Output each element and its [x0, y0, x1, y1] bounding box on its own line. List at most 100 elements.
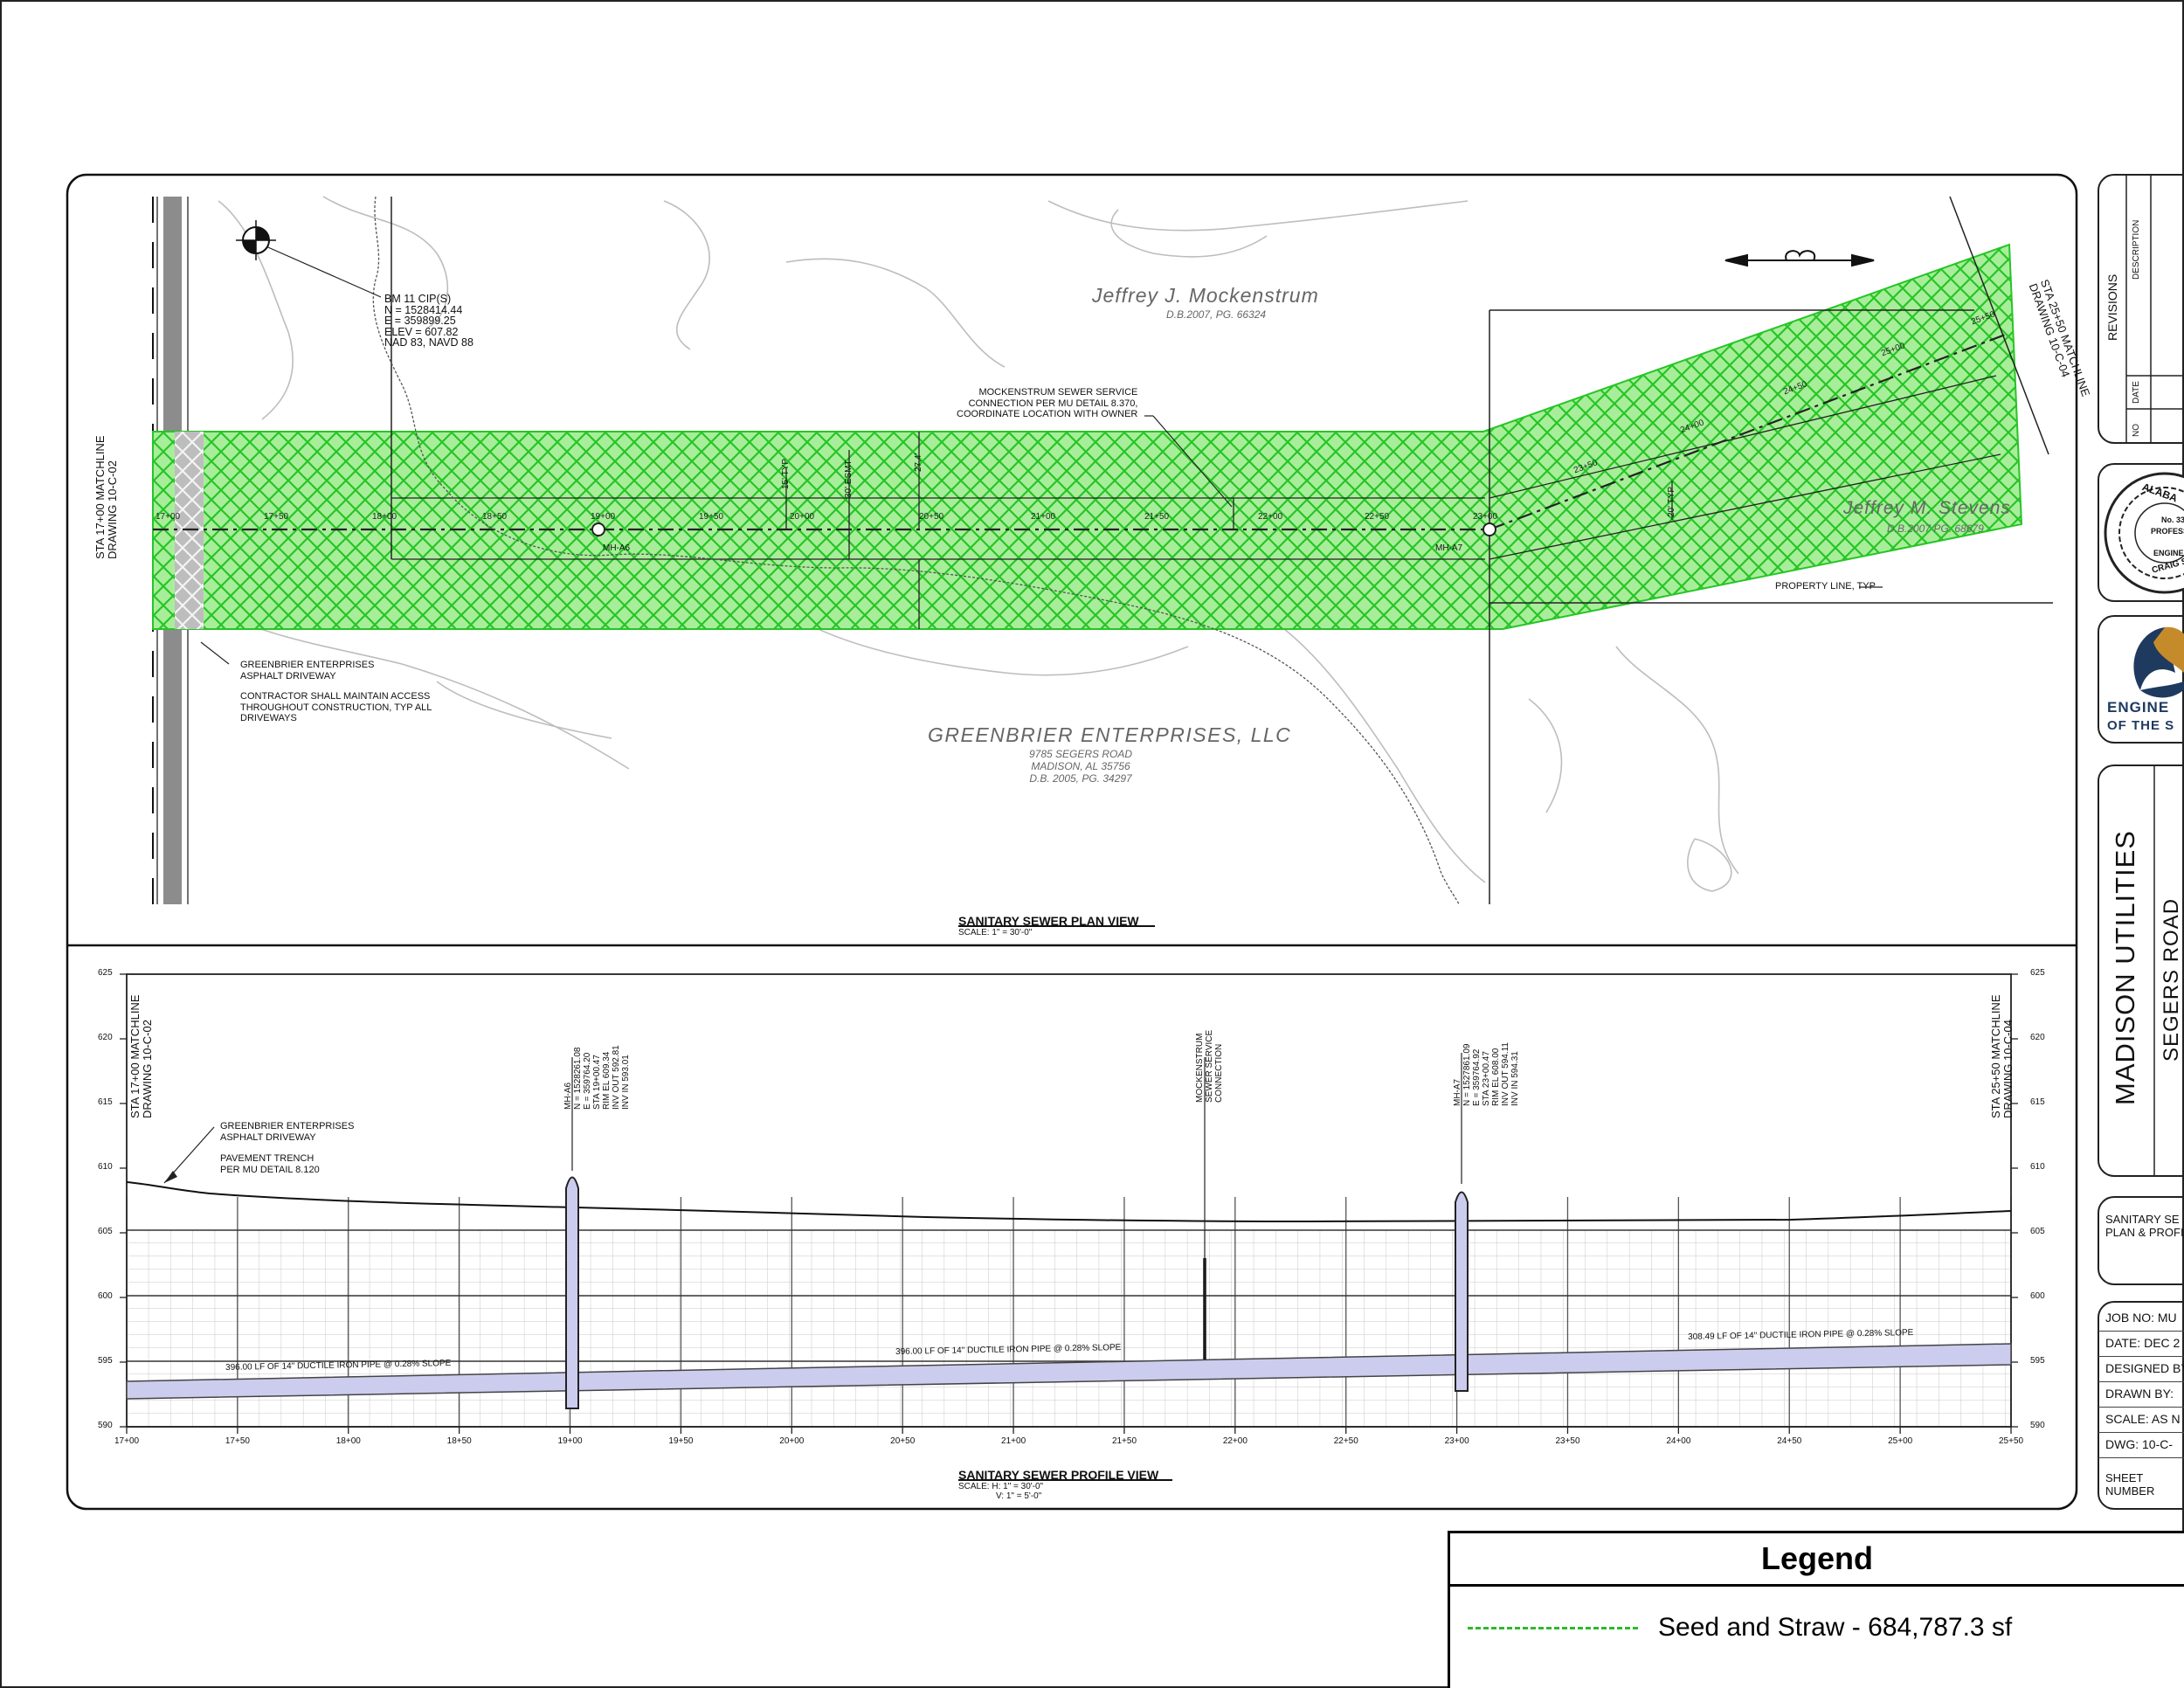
plan-station-label: 17+50 [264, 512, 289, 522]
title-block-row-divider [2098, 1331, 2184, 1332]
driveway-note: GREENBRIER ENTERPRISES ASPHALT DRIVEWAY [240, 660, 375, 681]
plan-station-label: 23+00 [1473, 512, 1498, 522]
profile-y-label: 625 [2030, 968, 2045, 978]
profile-y-label: 595 [2030, 1356, 2045, 1366]
profile-x-label: 18+50 [446, 1436, 472, 1446]
profile-x-label: 18+00 [335, 1436, 361, 1446]
profile-x-label: 17+00 [114, 1436, 140, 1446]
title-block-row: DESIGNED BY [2105, 1361, 2184, 1375]
profile-view-scale-v: V: 1" = 5'-0" [996, 1491, 1042, 1501]
no-col-label: NO [2132, 424, 2141, 437]
plan-dim-27: 27.4' [914, 453, 923, 472]
manhole-a6-profile [565, 1176, 579, 1409]
profile-x-label: 20+50 [890, 1436, 916, 1446]
profile-x-label: 19+00 [557, 1436, 583, 1446]
title-block-row-divider [2098, 1432, 2184, 1433]
profile-view-title: SANITARY SEWER PROFILE VIEW [958, 1468, 1159, 1482]
plan-view-scale: SCALE: 1" = 30'-0" [958, 928, 1033, 937]
title-block-row: DWG: 10-C- [2105, 1437, 2173, 1451]
owner-mockenstrum-deed: D.B.2007, PG. 66324 [1166, 308, 1267, 321]
profile-driveway-note: GREENBRIER ENTERPRISES ASPHALT DRIVEWAY [220, 1121, 355, 1143]
profile-view [120, 973, 2018, 1434]
title-block-row: DATE: DEC 2 [2105, 1336, 2181, 1350]
pavement-trench-note: PAVEMENT TRENCH PER MU DETAIL 8.120 [220, 1153, 320, 1175]
logo-text-engineering: ENGINE [2107, 699, 2170, 716]
profile-y-label: 620 [2030, 1033, 2045, 1042]
profile-y-label: 615 [98, 1097, 113, 1107]
profile-y-label: 620 [98, 1033, 113, 1042]
mh-a7-data: MH-A7 N = 1527861.09 E = 359764.92 STA 2… [1453, 1042, 1520, 1106]
easement-hatch-area [152, 243, 2023, 630]
drawing-frame [66, 173, 2078, 1511]
service-connection-profile-label: MOCKENSTRUM SEWER SERVICE CONNECTION [1195, 1029, 1224, 1103]
profile-matchline-left: STA 17+00 MATCHLINE DRAWING 10-C-02 [128, 994, 154, 1119]
sheet-number-label: SHEET NUMBER [2105, 1471, 2155, 1498]
org-name: MADISON UTILITIES [2110, 830, 2140, 1105]
plan-station-label: 22+00 [1258, 512, 1283, 522]
title-block [2098, 174, 2184, 1510]
plan-view-title: SANITARY SEWER PLAN VIEW [958, 914, 1139, 928]
profile-y-label: 590 [98, 1421, 113, 1430]
plan-station-label: 18+50 [482, 512, 508, 522]
logo-text-south: OF THE S [2107, 718, 2175, 733]
title-block-row: DRAWN BY: [2105, 1387, 2174, 1401]
mh-a6-data: MH-A6 N = 1528261.08 E = 359764.20 STA 1… [563, 1045, 631, 1110]
service-connection-note: MOCKENSTRUM SEWER SERVICE CONNECTION PER… [957, 387, 1138, 419]
description-col-label: DESCRIPTION [2132, 219, 2141, 280]
date-col-label: DATE [2132, 381, 2141, 404]
seal-professional: PROFESSIO [2151, 527, 2184, 536]
profile-matchline-right: STA 25+50 MATCHLINE DRAWING 10-C-04 [1989, 994, 2015, 1119]
profile-x-label: 24+50 [1777, 1436, 1802, 1446]
engineer-seal [2104, 472, 2184, 594]
owner-greenbrier-address: 9785 SEGERS ROAD MADISON, AL 35756 D.B. … [1029, 748, 1133, 785]
plan-dim-20: 20' TYP [1667, 486, 1676, 517]
plan-view [152, 196, 2053, 905]
plan-station-label: 20+50 [919, 512, 944, 522]
access-note: CONTRACTOR SHALL MAINTAIN ACCESS THROUGH… [240, 691, 432, 723]
title-block-row-divider [2098, 1356, 2184, 1357]
profile-x-label: 22+50 [1333, 1436, 1358, 1446]
legend-box: Legend Seed and Straw - 684,787.3 sf [1448, 1531, 2184, 1688]
plan-station-label: 18+00 [372, 512, 397, 522]
profile-y-label: 590 [2030, 1421, 2045, 1430]
profile-x-label: 21+50 [1111, 1436, 1137, 1446]
profile-y-label: 605 [98, 1227, 113, 1236]
legend-title: Legend [1450, 1533, 2184, 1587]
profile-x-label: 20+00 [779, 1436, 805, 1446]
plan-station-label: 22+50 [1365, 512, 1390, 522]
profile-y-label: 595 [98, 1356, 113, 1366]
profile-x-label: 21+00 [1001, 1436, 1026, 1446]
profile-y-label: 600 [2030, 1291, 2045, 1301]
title-block-row-divider [2098, 1381, 2184, 1382]
plan-dim-15: 15' TYP [781, 458, 791, 489]
profile-x-label: 19+50 [668, 1436, 694, 1446]
profile-x-label: 25+00 [1888, 1436, 1913, 1446]
profile-x-label: 24+00 [1666, 1436, 1691, 1446]
revisions-label: REVISIONS [2105, 273, 2119, 341]
plan-station-label: 17+00 [156, 512, 181, 522]
manhole-a7-profile [1455, 1191, 1469, 1392]
plan-matchline-left: STA 17+00 MATCHLINE DRAWING 10-C-02 [93, 435, 119, 560]
sewer-pipe-profile [126, 1343, 2012, 1400]
plan-station-label: 20+00 [790, 512, 815, 522]
profile-x-label: 22+00 [1222, 1436, 1248, 1446]
seal-license: No. 3381 [2161, 515, 2184, 524]
profile-y-label: 605 [2030, 1227, 2045, 1236]
plan-station-label: 19+50 [699, 512, 724, 522]
profile-x-label: 23+50 [1555, 1436, 1580, 1446]
profile-x-label: 23+00 [1444, 1436, 1469, 1446]
profile-x-label: 17+50 [225, 1436, 250, 1446]
profile-y-label: 625 [98, 968, 113, 978]
title-block-row: SCALE: AS N [2105, 1412, 2181, 1426]
profile-y-label: 600 [98, 1291, 113, 1301]
owner-mockenstrum: Jeffrey J. Mockenstrum [1092, 284, 1319, 307]
legend-line-swatch [1468, 1627, 1638, 1629]
title-block-row: JOB NO: MU [2105, 1311, 2177, 1325]
profile-y-label: 610 [2030, 1162, 2045, 1172]
profile-view-scale-h: SCALE: H: 1" = 30'-0" [958, 1482, 1044, 1491]
sheet-title: SANITARY SE PLAN & PROFI [2105, 1213, 2184, 1239]
plan-mh-a7-label: MH-A7 [1435, 543, 1463, 553]
title-block-row-divider [2098, 1407, 2184, 1408]
plan-dim-30: 30' ESMT [844, 460, 854, 498]
